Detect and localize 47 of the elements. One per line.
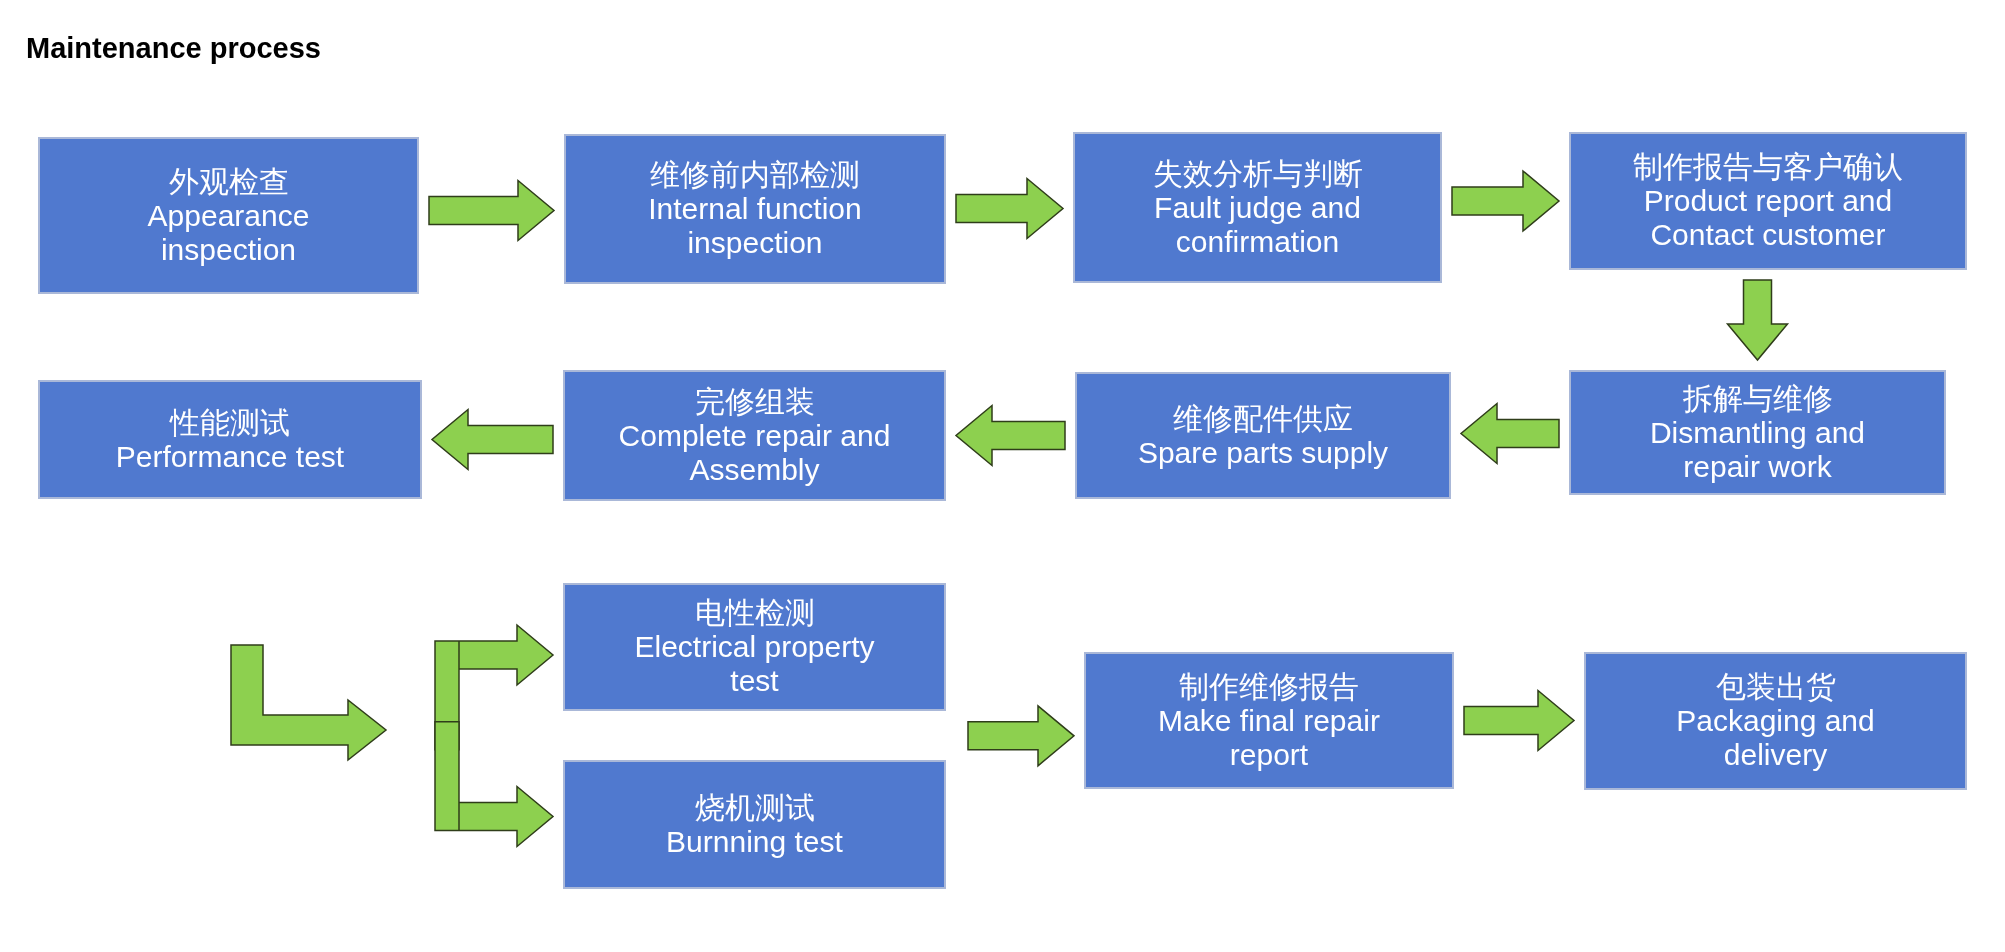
arrow	[1463, 688, 1576, 753]
process-box	[1569, 370, 1946, 495]
arrow	[954, 403, 1066, 468]
merge-arrow	[967, 704, 1076, 768]
box-text: Dismantling and repair work	[1648, 415, 1867, 484]
box-title: 电性检测	[694, 596, 815, 630]
process-box	[563, 760, 946, 889]
arrow	[1725, 279, 1790, 362]
split-arrow	[434, 721, 555, 849]
box-text: Internal function inspection	[647, 192, 863, 260]
process-box	[564, 134, 946, 284]
diagram-title: Maintenance process	[26, 32, 321, 65]
box-title: 失效分析与判断	[1152, 156, 1363, 191]
arrow	[428, 178, 556, 243]
process-box	[1073, 132, 1442, 283]
arrow	[1451, 169, 1561, 233]
box-text: Product report and Contact customer	[1642, 184, 1894, 252]
box-title: 外观检查	[168, 164, 289, 199]
box-text: Make final repair report	[1157, 703, 1381, 772]
box-title: 拆解与维修	[1682, 381, 1833, 416]
process-box	[1569, 132, 1967, 270]
box-text: Packaging and delivery	[1675, 704, 1876, 772]
arrow	[430, 407, 554, 472]
process-box	[38, 380, 422, 499]
box-title: 维修前内部检测	[650, 158, 860, 192]
box-text: Spare parts supply	[1137, 435, 1389, 470]
box-title: 包装出货	[1715, 670, 1836, 704]
box-text: Fault judge and confirmation	[1153, 190, 1362, 259]
box-title: 完修组装	[694, 384, 815, 419]
box-text: Complete repair and Assembly	[617, 418, 892, 487]
box-title: 制作报告与客户确认	[1633, 150, 1903, 184]
process-box	[563, 583, 946, 711]
arrow	[955, 176, 1065, 241]
box-text: Performance test	[115, 439, 345, 474]
process-box	[1084, 652, 1454, 789]
box-title: 烧机测试	[694, 790, 815, 825]
process-box	[38, 137, 419, 294]
process-box	[1075, 372, 1451, 499]
box-text: Electrical property test	[633, 630, 876, 698]
process-box	[563, 370, 946, 501]
box-title: 维修配件供应	[1173, 401, 1353, 436]
process-box	[1584, 652, 1967, 790]
box-title: 性能测试	[170, 405, 290, 440]
box-title: 制作维修报告	[1179, 669, 1359, 704]
arrow	[1459, 401, 1560, 466]
box-text: Burnning test	[666, 824, 843, 859]
box-text: Appearance inspection	[146, 198, 311, 267]
